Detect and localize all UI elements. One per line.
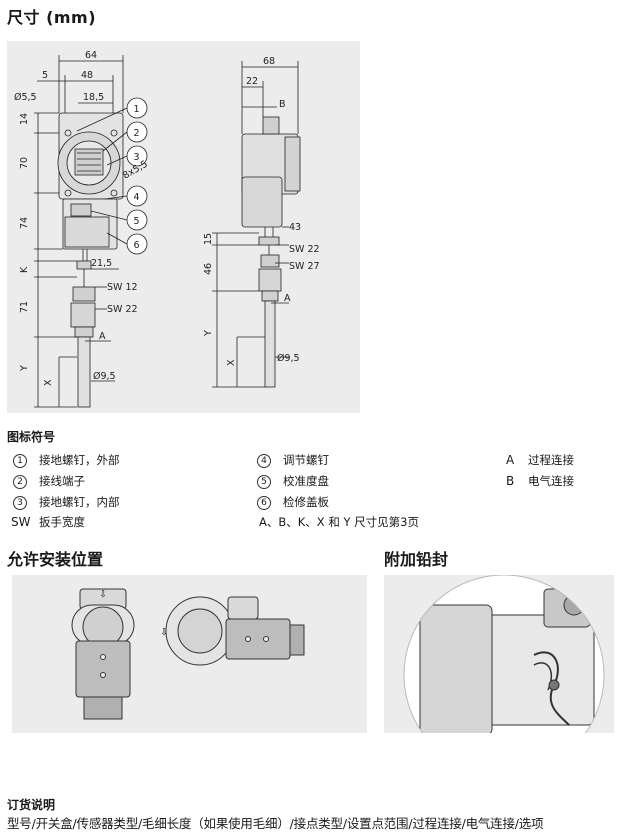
dim-b: B bbox=[279, 99, 286, 110]
legend-mark-5: 5 bbox=[257, 475, 271, 489]
dim-a-r: A bbox=[284, 293, 291, 304]
dim-d9-5-r: Ø9,5 bbox=[277, 353, 300, 364]
dim-w48: 48 bbox=[81, 70, 93, 81]
dim-h74: 74 bbox=[19, 217, 30, 229]
dim-d9-5: Ø9,5 bbox=[93, 371, 116, 382]
dim-w21-5: 21,5 bbox=[91, 258, 112, 269]
dim-sw22: SW 22 bbox=[107, 304, 138, 315]
mounting-title: 允许安装位置 bbox=[7, 550, 104, 569]
dim-w5: 5 bbox=[42, 70, 48, 81]
dim-h15: 15 bbox=[203, 233, 214, 245]
dimension-svg: 64 48 5 18,5 Ø5,5 14 70 74 K 71 Y X 8x5,… bbox=[14, 50, 320, 408]
page-title: 尺寸 (mm) bbox=[7, 8, 97, 27]
dim-k: K bbox=[19, 266, 30, 273]
dim-w64: 64 bbox=[85, 50, 97, 61]
callout-1-label: 1 bbox=[134, 104, 140, 115]
dim-y: Y bbox=[19, 365, 30, 372]
dim-sw27: SW 27 bbox=[289, 261, 320, 272]
mounting-svg: ⇩ ⇩ bbox=[71, 588, 305, 720]
sealing-figure bbox=[384, 575, 614, 733]
arrow-down-icon: ⇩ bbox=[99, 589, 107, 600]
callout-6-label: 6 bbox=[134, 240, 140, 251]
dim-x: X bbox=[43, 379, 54, 386]
dimension-drawing: 64 48 5 18,5 Ø5,5 14 70 74 K 71 Y X 8x5,… bbox=[7, 41, 360, 413]
callout-2-label: 2 bbox=[134, 128, 140, 139]
dim-y-r: Y bbox=[203, 330, 214, 337]
dim-h14: 14 bbox=[19, 113, 30, 125]
sealing-title: 附加铅封 bbox=[384, 550, 449, 569]
dim-w68: 68 bbox=[263, 56, 275, 67]
legend-mark-6: 6 bbox=[257, 496, 271, 510]
dim-x-r: X bbox=[226, 359, 237, 366]
callout-3-label: 3 bbox=[134, 152, 140, 163]
callout-5-label: 5 bbox=[134, 216, 140, 227]
dim-sw12: SW 12 bbox=[107, 282, 138, 293]
order-title: 订货说明 bbox=[7, 798, 56, 812]
mounting-figure: ⇩ ⇩ bbox=[12, 575, 367, 733]
dim-a: A bbox=[99, 331, 106, 342]
dim-w18-5: 18,5 bbox=[83, 92, 104, 103]
callout-4-label: 4 bbox=[134, 192, 140, 203]
dim-w22: 22 bbox=[246, 76, 258, 87]
sealing-svg bbox=[403, 575, 605, 733]
legend-mark-3: 3 bbox=[13, 496, 27, 510]
order-text: 型号/开关盒/传感器类型/毛细长度（如果使用毛细）/接点类型/设置点范围/过程连… bbox=[7, 816, 544, 831]
dim-d5-5: Ø5,5 bbox=[14, 92, 37, 103]
dim-h46: 46 bbox=[203, 263, 214, 275]
legend-mark-4: 4 bbox=[257, 454, 271, 468]
legend-mark-1: 1 bbox=[13, 454, 27, 468]
arrow-down-icon: ⇩ bbox=[160, 627, 168, 638]
dim-h71: 71 bbox=[19, 301, 30, 313]
dim-w43: 43 bbox=[289, 222, 301, 233]
legend-note: A、B、K、X 和 Y 尺寸见第3页 bbox=[259, 515, 419, 529]
dim-h70: 70 bbox=[19, 157, 30, 169]
legend-mark-2: 2 bbox=[13, 475, 27, 489]
legend-title: 图标符号 bbox=[7, 430, 56, 444]
dim-sw22-r: SW 22 bbox=[289, 244, 320, 255]
